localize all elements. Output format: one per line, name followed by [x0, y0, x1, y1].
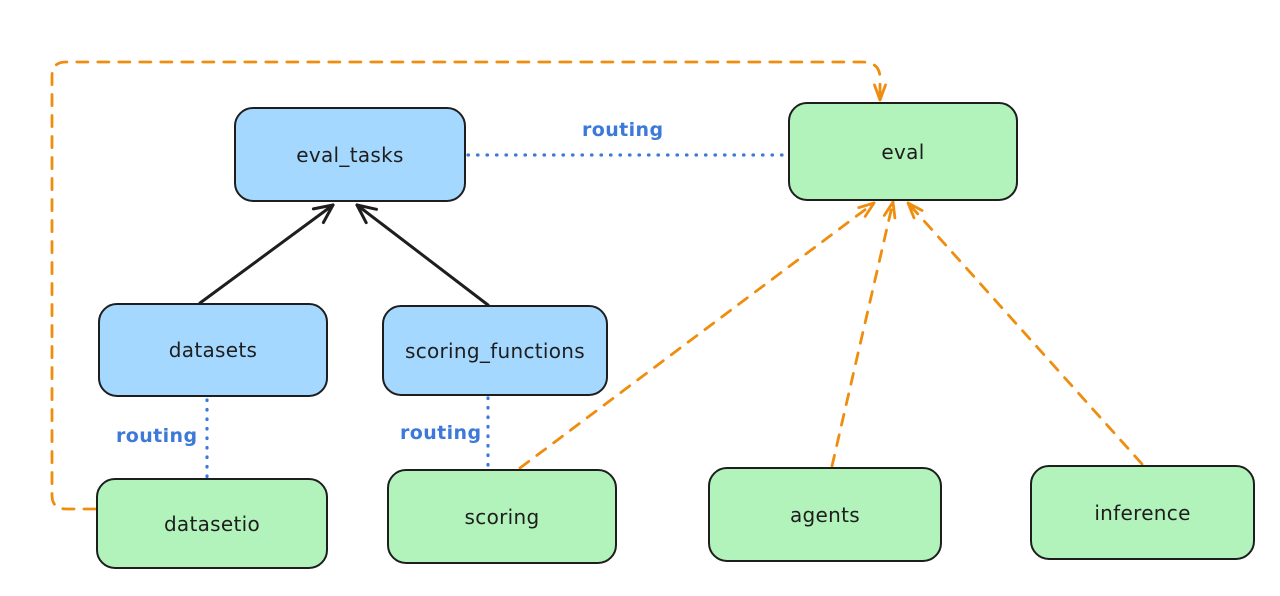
node-scoring-functions: scoring_functions	[382, 305, 608, 396]
edge-label-routing-left: routing	[116, 425, 198, 447]
edge-label-routing-top: routing	[582, 119, 664, 141]
node-inference: inference	[1030, 465, 1255, 560]
edge-label-routing-middle: routing	[400, 422, 482, 444]
node-agents: agents	[708, 467, 942, 562]
edge-inference-to-eval	[906, 201, 1144, 466]
edge-datasetio-to-eval	[50, 60, 887, 511]
edge-scoring-to-eval	[518, 201, 876, 470]
edge-datasets-to-eval-tasks	[198, 203, 335, 305]
node-scoring: scoring	[387, 469, 617, 564]
node-eval-tasks: eval_tasks	[234, 107, 466, 202]
node-datasetio: datasetio	[96, 478, 328, 569]
node-eval: eval	[788, 102, 1018, 201]
edge-agents-to-eval	[830, 200, 897, 468]
node-datasets: datasets	[98, 303, 328, 397]
edge-scoring-functions-to-eval-tasks	[355, 203, 490, 307]
